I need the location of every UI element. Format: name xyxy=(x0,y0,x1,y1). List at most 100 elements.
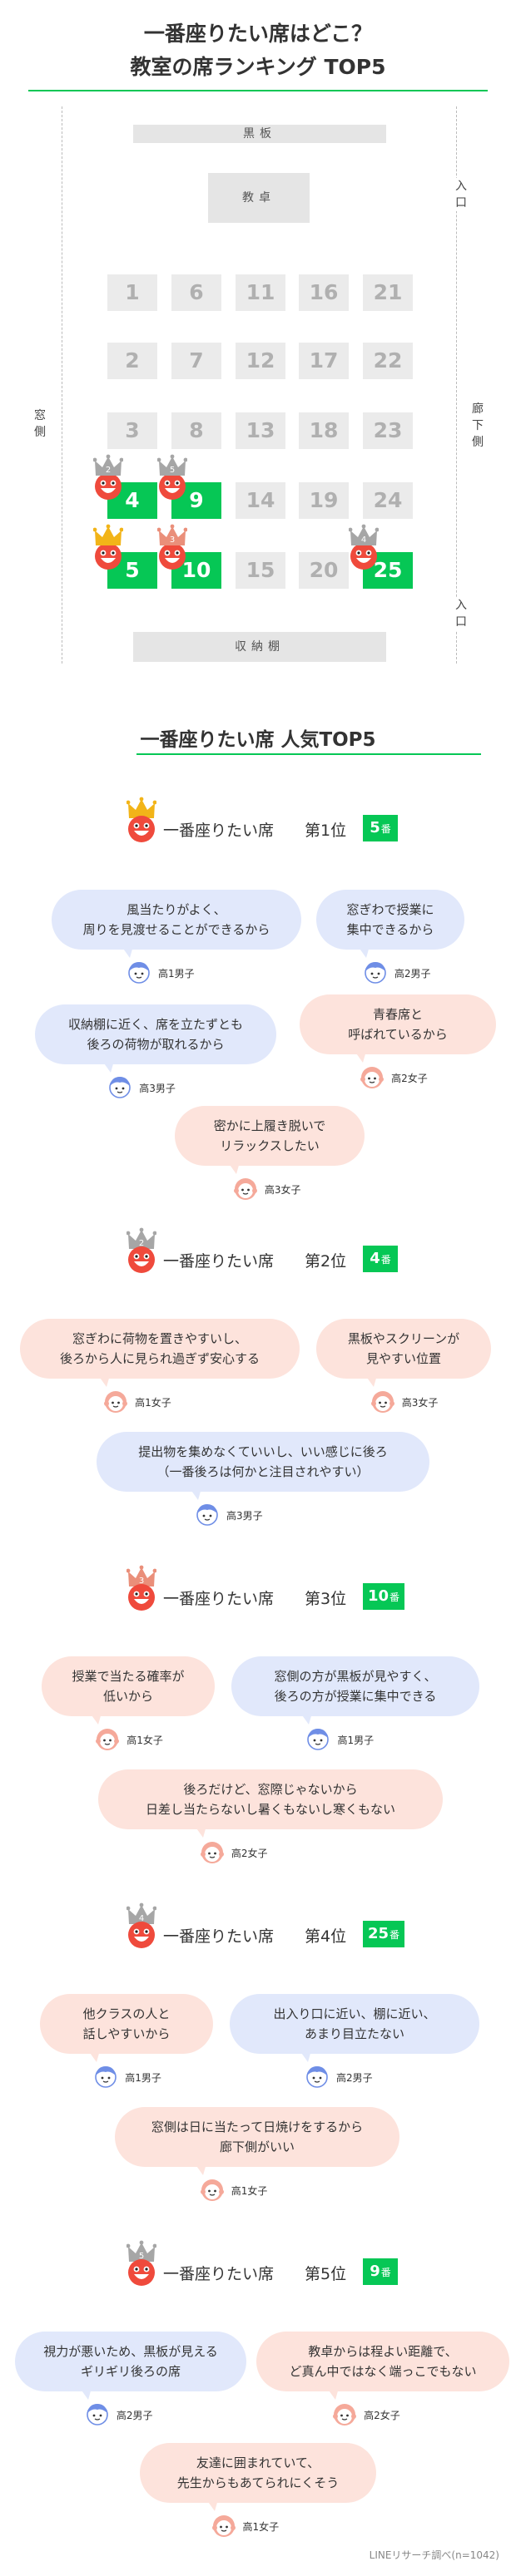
seat-2: 2 xyxy=(107,343,157,379)
comment-text: 提出物を集めなくていいし、いい感じに後ろ （一番後ろは何かと注目されやすい） xyxy=(138,1444,388,1479)
girl-avatar-icon xyxy=(332,2401,357,2426)
seat-6: 6 xyxy=(171,274,221,311)
comment-text: 風当たりがよく、 周りを見渡せることができるから xyxy=(82,902,270,937)
seat-15: 15 xyxy=(236,552,285,589)
seat-14: 14 xyxy=(236,482,285,519)
seat-number: 10 xyxy=(367,1587,389,1605)
comment-text: 収納棚に近く、席を立たずとも 後ろの荷物が取れるから xyxy=(67,1017,243,1052)
seat-suffix: 番 xyxy=(380,2267,391,2278)
bubble-tail xyxy=(194,2164,206,2175)
commenter-label: 高2女子 xyxy=(364,2410,400,2421)
crown-icon: 4 xyxy=(126,1902,157,1926)
boy-avatar-icon xyxy=(127,960,151,985)
comment-text: 黒板やスクリーンが 見やすい位置 xyxy=(347,1331,460,1366)
comment-text: 後ろだけど、窓際じゃないから 日差し当たらないし暑くもないし寒くもない xyxy=(145,1782,395,1817)
seat-22: 22 xyxy=(363,343,413,379)
commenter-label: 高3男子 xyxy=(226,1510,263,1522)
comment-bubble: 収納棚に近く、席を立たずとも 後ろの荷物が取れるから xyxy=(35,1004,276,1064)
commenter-label: 高2女子 xyxy=(391,1073,428,1084)
seat-21: 21 xyxy=(363,274,413,311)
section-label: 一番座りたい席 xyxy=(163,2265,275,2283)
commenter-label: 高2女子 xyxy=(231,1848,268,1859)
seat-19: 19 xyxy=(299,482,349,519)
bubble-tail xyxy=(102,1061,115,1073)
bubble-tail xyxy=(300,1713,313,1725)
comment-text: 密かに上履き脱いで リラックスしたい xyxy=(213,1118,326,1153)
section-label: 一番座りたい席 xyxy=(163,1590,275,1608)
svg-text:4: 4 xyxy=(361,535,366,545)
bubble-tail xyxy=(327,2388,340,2400)
comment-bubble: 出入り口に近い、棚に近い、 あまり目立たない xyxy=(230,1994,479,2054)
seat-number: 25 xyxy=(367,1925,389,1942)
comment-bubble: 窓ぎわで授業に 集中できるから xyxy=(316,890,464,950)
seat-17: 17 xyxy=(299,343,349,379)
rank-face-icon xyxy=(350,542,378,570)
ranking-title: 一番座りたい席 人気TOP5 xyxy=(140,729,376,751)
seat-number: 4 xyxy=(370,1250,380,1267)
svg-text:2: 2 xyxy=(139,1239,144,1248)
seat-number: 9 xyxy=(370,2263,380,2280)
seat-suffix: 番 xyxy=(380,823,391,835)
seat-3: 3 xyxy=(107,412,157,449)
boy-avatar-icon xyxy=(107,1074,132,1099)
bubble-tail xyxy=(206,2500,218,2511)
comment-bubble: 窓側の方が黒板が見やすく、 後ろの方が授業に集中できる xyxy=(231,1656,479,1716)
seat-18: 18 xyxy=(299,412,349,449)
section-rank: 第2位 xyxy=(305,1252,347,1271)
girl-avatar-icon xyxy=(211,2513,236,2538)
bubble-tail xyxy=(122,946,133,958)
section-label: 一番座りたい席 xyxy=(163,1927,275,1946)
girl-avatar-icon xyxy=(103,1389,128,1414)
rank-face-icon xyxy=(158,542,186,570)
girl-avatar-icon xyxy=(200,2177,225,2202)
bubble-tail xyxy=(98,1375,111,1387)
commenter-label: 高3男子 xyxy=(139,1083,176,1094)
seat-11: 11 xyxy=(236,274,285,311)
rank-face-icon xyxy=(127,2258,156,2287)
seat-number-badge: 25番 xyxy=(363,1921,404,1947)
rank-face-icon xyxy=(94,472,122,501)
svg-text:3: 3 xyxy=(139,1577,144,1586)
boy-avatar-icon xyxy=(363,960,388,985)
section-rank: 第3位 xyxy=(305,1590,347,1608)
section-label: 一番座りたい席 xyxy=(163,822,275,840)
comment-bubble: 窓ぎわに荷物を置きやすいし、 後ろから人に見られ過ぎず安心する xyxy=(20,1319,300,1379)
page-title-line2: 教室の席ランキング TOP5 xyxy=(130,55,386,79)
section-label: 一番座りたい席 xyxy=(163,1252,275,1271)
girl-avatar-icon xyxy=(233,1176,258,1201)
commenter-label: 高3女子 xyxy=(401,1397,439,1409)
svg-text:5: 5 xyxy=(170,466,175,475)
hallway-side-label: 廊下側 xyxy=(472,402,484,449)
comment-bubble: 教卓からは程よい距離で、 ど真ん中ではなく端っこでもない xyxy=(256,2332,509,2391)
comment-text: 窓ぎわで授業に 集中できるから xyxy=(346,902,434,937)
seat-24: 24 xyxy=(363,482,413,519)
blackboard: 黒板 xyxy=(133,125,386,143)
seat-13: 13 xyxy=(236,412,285,449)
crown-icon: 3 xyxy=(126,1565,157,1588)
comment-text: 青春席と 呼ばれているから xyxy=(348,1007,448,1042)
rank-face-icon xyxy=(158,472,186,501)
commenter-label: 高1男子 xyxy=(125,2072,161,2084)
boy-avatar-icon xyxy=(93,2064,118,2089)
comment-bubble: 友達に囲まれていて、 先生からもあてられにくそう xyxy=(140,2443,376,2503)
seat-10: 10 xyxy=(171,552,221,589)
commenter-label: 高3女子 xyxy=(264,1184,301,1196)
crown-icon: 2 xyxy=(126,1227,157,1251)
commenter-label: 高1男子 xyxy=(158,968,195,980)
comment-bubble: 視力が悪いため、黒板が見える ギリギリ後ろの席 xyxy=(15,2332,246,2391)
comment-text: 他クラスの人と 話しやすいから xyxy=(82,2006,171,2041)
window-wall xyxy=(62,106,63,664)
bubble-tail xyxy=(88,2050,101,2062)
commenter-label: 高2男子 xyxy=(336,2072,373,2084)
crown-icon: 3 xyxy=(156,524,188,547)
girl-avatar-icon xyxy=(360,1064,385,1089)
seat-suffix: 番 xyxy=(389,1929,400,1941)
commenter-label: 高1女子 xyxy=(127,1735,163,1746)
crown-icon: 5 xyxy=(126,2240,157,2263)
seat-number-badge: 9番 xyxy=(363,2258,398,2285)
boy-avatar-icon xyxy=(195,1502,220,1527)
bubble-tail xyxy=(227,1162,240,1174)
seat-suffix: 番 xyxy=(380,1254,391,1266)
comment-text: 友達に囲まれていて、 先生からもあてられにくそう xyxy=(176,2455,340,2490)
seat-1: 1 xyxy=(107,274,157,311)
